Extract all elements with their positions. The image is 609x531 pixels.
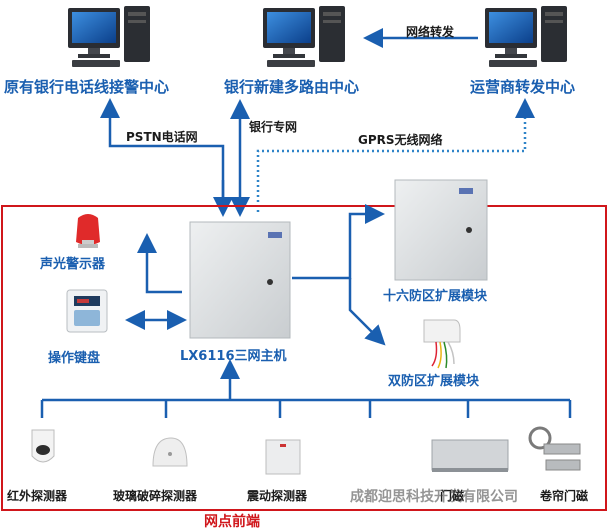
host-label: LX6116三网主机	[180, 349, 287, 364]
glass-break-detector-icon	[152, 437, 188, 467]
watermark-text: 成都迎思科技开发有限公司	[350, 489, 518, 505]
magnetic-contact-label: 卷帘门磁	[540, 489, 589, 503]
bank-private-link-label: 银行专网	[249, 120, 298, 134]
dual-zone-module-icon	[423, 319, 461, 369]
sixteen-zone-module-label: 十六防区扩展模块	[383, 289, 488, 304]
host-cabinet-icon	[189, 221, 291, 339]
middle-center-label: 银行新建多路由中心	[224, 78, 360, 96]
siren-label: 声光警示器	[40, 257, 106, 272]
vibration-detector-icon	[265, 439, 301, 475]
pstn-link-label: PSTN电话网	[126, 130, 198, 144]
computer-left-icon	[68, 6, 150, 67]
siren-icon	[76, 214, 100, 248]
pir-detector-icon	[31, 429, 55, 463]
magnetic-contact-icon	[528, 426, 581, 471]
host-to-dual-arrow	[348, 278, 386, 346]
dual-zone-module-label: 双防区扩展模块	[388, 374, 480, 389]
forward-link-label: 网络转发	[406, 25, 455, 39]
host-to-siren-arrow	[137, 233, 182, 294]
pstn-link	[100, 98, 225, 212]
gprs-link-label: GPRS无线网络	[358, 133, 443, 147]
branch-region-border	[1, 205, 607, 511]
keypad-label: 操作键盘	[48, 351, 101, 366]
computer-middle-icon	[263, 6, 345, 67]
shutter-contact-icon	[431, 439, 509, 472]
gprs-link	[256, 98, 535, 212]
vibration-detector-label: 震动探测器	[247, 489, 308, 503]
glass-break-detector-label: 玻璃破碎探测器	[113, 489, 198, 503]
left-center-label: 原有银行电话线接警中心	[4, 78, 170, 96]
keypad-icon	[66, 289, 108, 333]
infrared-detector-label: 红外探测器	[7, 489, 68, 503]
computer-right-icon	[485, 6, 567, 67]
sixteen-zone-module-icon	[394, 179, 488, 281]
host-to-module-arrows	[292, 204, 385, 280]
region-label: 网点前端	[204, 514, 260, 530]
shutter-contact-label: 门磁	[440, 489, 465, 503]
right-center-label: 运营商转发中心	[470, 78, 576, 96]
